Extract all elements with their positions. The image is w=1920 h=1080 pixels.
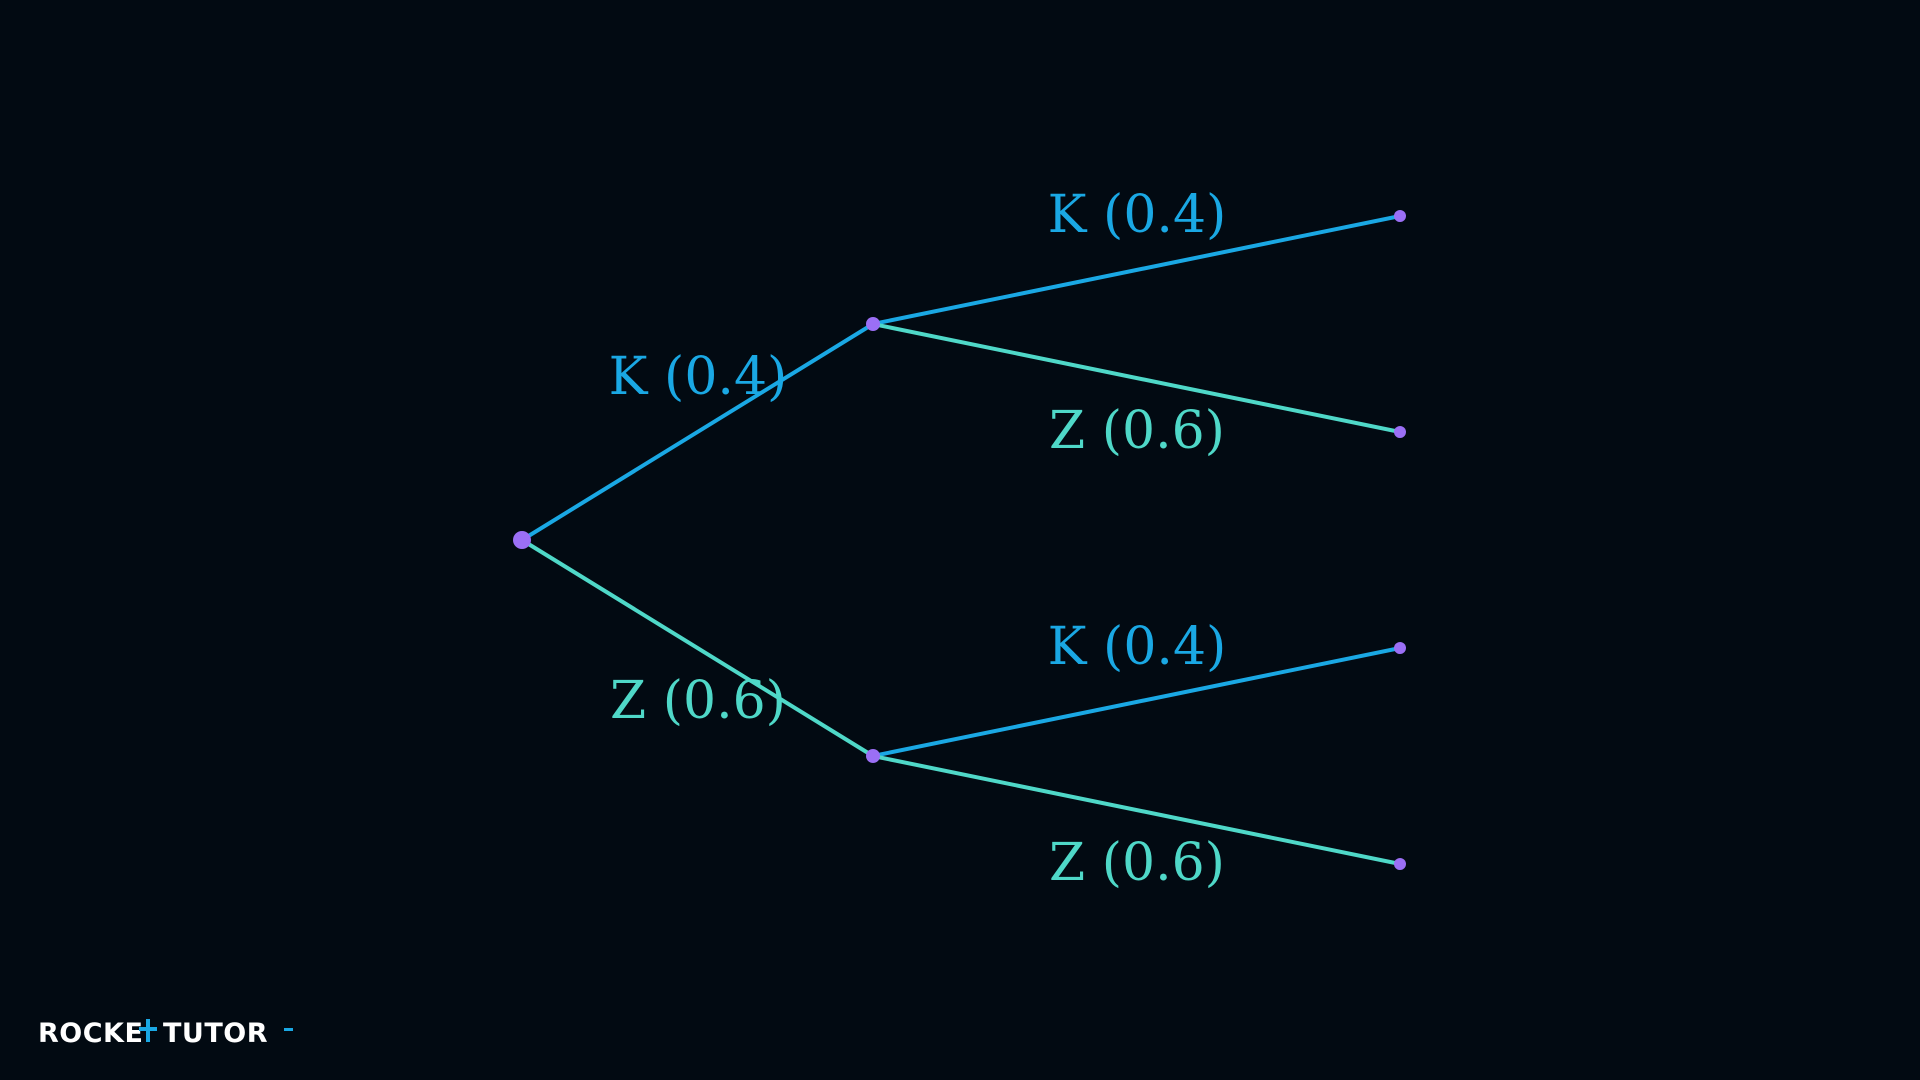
branch-label-5: K (0.4): [1048, 617, 1227, 677]
branch-line-2: [520, 538, 875, 758]
logo-part1: ROCKE: [38, 1018, 143, 1049]
branch-label-1: K (0.4): [609, 347, 788, 407]
logo-text: ROCKETTUTOR: [38, 1018, 268, 1049]
leaf-node-l3: [1394, 642, 1406, 654]
logo-plus-vertical: [146, 1019, 150, 1042]
logo-accent-marks: [139, 1019, 293, 1042]
leaf-node-l4: [1394, 858, 1406, 870]
leaf-node-l1: [1394, 210, 1406, 222]
leaf-node-l2: [1394, 426, 1406, 438]
branch-label-3: K (0.4): [1048, 185, 1227, 245]
logo-part3: R: [247, 1018, 268, 1049]
logo-r-accent: [284, 1028, 293, 1031]
branch-label-6: Z (0.6): [1049, 833, 1225, 893]
logo-part2: TUTO: [163, 1018, 247, 1049]
root-node: [513, 531, 531, 549]
branch-label-4: Z (0.6): [1049, 401, 1225, 461]
rocketutor-logo: ROCKETTUTOR: [38, 1018, 293, 1049]
branch-node-n1: [866, 317, 880, 331]
branch-line-4: [871, 322, 1402, 434]
branch-line-3: [871, 214, 1402, 326]
branch-line-1: [520, 322, 875, 542]
branch-line-6: [871, 754, 1402, 866]
branch-label-2: Z (0.6): [610, 671, 786, 731]
branch-line-5: [871, 646, 1402, 758]
branch-node-n2: [866, 749, 880, 763]
